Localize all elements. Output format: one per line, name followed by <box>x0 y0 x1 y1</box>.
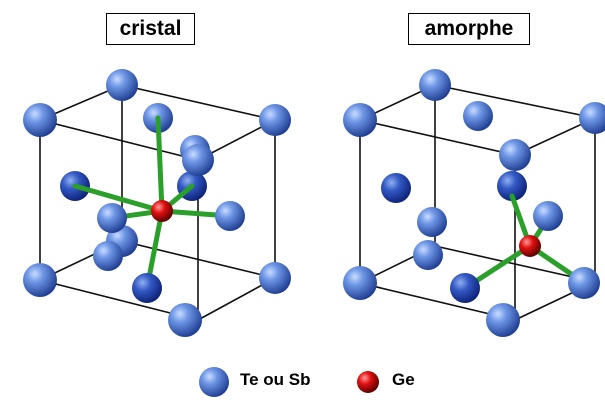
crystal-panel-title: cristal <box>106 13 195 45</box>
te-sb-atom <box>106 69 138 101</box>
te-sb-atom <box>568 267 600 299</box>
legend-ge-swatch <box>357 371 379 393</box>
te-sb-atom <box>343 103 377 137</box>
te-sb-atom <box>419 69 451 101</box>
te-sb-atom <box>579 102 605 134</box>
te-sb-atom <box>486 303 520 337</box>
legend-te-sb-swatch <box>199 367 229 397</box>
crystal-title-text: cristal <box>119 17 182 40</box>
crystal-structure <box>23 69 291 337</box>
te-sb-atom <box>23 263 57 297</box>
te-sb-atom <box>381 173 411 203</box>
te-sb-atom <box>533 201 563 231</box>
amorphous-title-text: amorphe <box>424 17 514 40</box>
te-sb-atom <box>168 303 202 337</box>
te-sb-atom <box>450 273 480 303</box>
te-sb-atom <box>93 241 123 271</box>
ge-bond <box>155 115 165 214</box>
amorphous-panel-title: amorphe <box>408 13 530 45</box>
ge-bond <box>467 243 533 288</box>
te-sb-atom <box>182 144 214 176</box>
legend-ge-label: Ge <box>392 370 415 389</box>
te-sb-atom <box>23 103 57 137</box>
te-sb-atom <box>132 273 162 303</box>
te-sb-atom <box>259 262 291 294</box>
te-sb-atom <box>413 240 443 270</box>
legend <box>199 367 379 397</box>
te-sb-atom <box>497 171 527 201</box>
amorphous-structure <box>343 69 605 337</box>
te-sb-atom <box>417 207 447 237</box>
te-sb-atom <box>259 104 291 136</box>
te-sb-atom <box>343 266 377 300</box>
legend-te-sb-label: Te ou Sb <box>240 370 311 389</box>
te-sb-atom <box>215 201 245 231</box>
ge-bond <box>72 183 165 214</box>
ge-atom <box>151 200 173 222</box>
te-sb-atom <box>463 101 493 131</box>
te-sb-atom <box>499 139 531 171</box>
te-sb-atom <box>97 203 127 233</box>
ge-atom <box>519 235 541 257</box>
